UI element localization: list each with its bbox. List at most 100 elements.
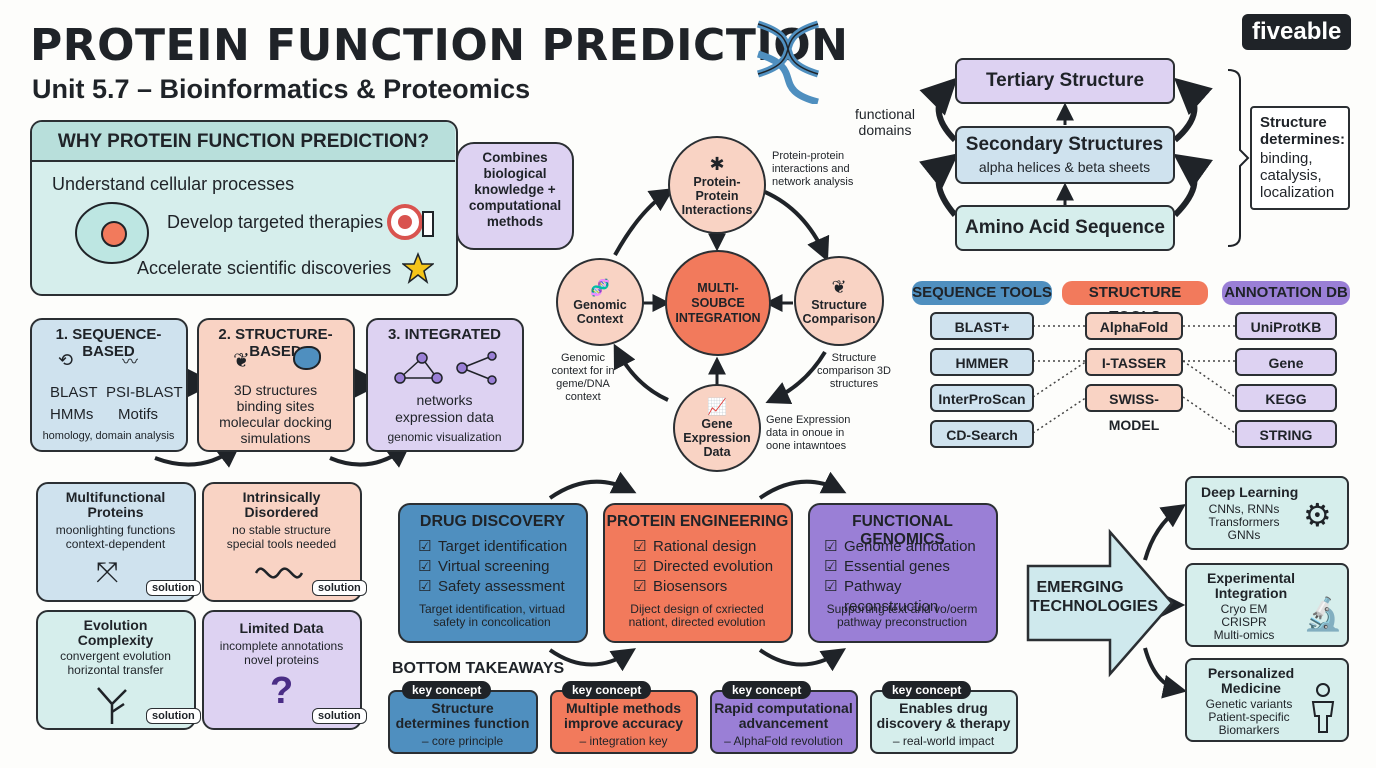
- app-check: Essential genes: [844, 558, 950, 575]
- takeaway-4: Enables drug discovery & therapy – real-…: [870, 690, 1018, 754]
- tool-blast[interactable]: BLAST+: [930, 312, 1034, 340]
- takeaway-sub: – AlphaFold revolution: [724, 734, 843, 748]
- emerging-experimental: Experimental Integration Cryo EM CRISPR …: [1185, 563, 1349, 647]
- bracket-title: Structure determines:: [1260, 114, 1346, 148]
- approach-structure-line: molecular docking: [219, 414, 332, 430]
- approach-sequence-note: homology, domain analysis: [42, 430, 175, 442]
- node-label: Structure Comparison: [802, 297, 876, 326]
- chart-trend-icon: 📈: [707, 399, 727, 416]
- solution-badge[interactable]: solution: [312, 580, 367, 596]
- app-check: Rational design: [653, 538, 757, 555]
- emerging-line: GNNs: [1227, 528, 1261, 542]
- arrows-out-icon: ⤧: [96, 556, 119, 587]
- approach-sequence-item: PSI-BLAST: [106, 384, 183, 401]
- approach-integrated-note: genomic visualization: [387, 430, 502, 444]
- check-icon: ☑: [824, 538, 838, 555]
- amino-acid-sequence: Amino Acid Sequence: [955, 205, 1175, 251]
- solution-badge[interactable]: solution: [146, 708, 201, 724]
- microscope-icon: 🔬: [1303, 596, 1343, 632]
- brand-logo[interactable]: fiveable: [1242, 14, 1352, 50]
- page-subtitle: Unit 5.7 – Bioinformatics & Proteomics: [32, 74, 531, 104]
- person-icon: [1311, 683, 1335, 733]
- check-icon: ☑: [633, 558, 647, 575]
- app-note: Target identification, virtuad safety in…: [418, 602, 566, 629]
- check-icon: ☑: [633, 578, 647, 595]
- challenge-title: Multifunctional Proteins: [65, 489, 166, 520]
- node-genomic: 🧬 Genomic Context: [556, 258, 644, 346]
- app-functional-genomics: FUNCTIONAL GENOMICS Genome annotation Es…: [808, 503, 998, 643]
- approach-integrated-line: networks: [416, 392, 473, 408]
- challenge-line: incomplete annotations: [219, 639, 344, 653]
- app-title: DRUG DISCOVERY: [419, 513, 566, 530]
- challenge-multifunctional: Multifunctional Proteins moonlighting fu…: [36, 482, 201, 602]
- node-ppi: ✱ Protein-Protein Interactions: [668, 136, 766, 234]
- node-label: Protein-Protein Interactions: [681, 174, 753, 217]
- tool-gene-ontology[interactable]: Gene Ontology: [1235, 348, 1337, 397]
- dna-helix-icon: [756, 20, 820, 104]
- tool-itasser[interactable]: I-TASSER: [1085, 348, 1183, 376]
- emerging-deep-learning: Deep Learning CNNs, RNNs Transformers GN…: [1185, 476, 1349, 550]
- node-label: Gene Expression Data: [683, 417, 751, 459]
- app-check: Target identification: [438, 538, 568, 555]
- why-item-1: Understand cellular processes: [52, 174, 295, 194]
- secondary-structure: Secondary Structures alpha helices & bet…: [955, 126, 1175, 184]
- question-icon: ?: [270, 670, 294, 712]
- app-check: Virtual screening: [438, 558, 550, 575]
- tool-cd-search[interactable]: CD-Search: [930, 420, 1034, 448]
- check-icon: ☑: [824, 578, 838, 595]
- structure-determines-box: Structure determines: binding, catalysis…: [1250, 106, 1350, 210]
- approach-sequence: 1. SEQUENCE-BASED ⟲ 〰 BLAST HMMs PSI-BLA…: [30, 318, 188, 452]
- takeaway-title: Enables drug discovery & therapy: [876, 700, 1011, 731]
- takeaway-sub: – real-world impact: [892, 734, 995, 748]
- solution-badge[interactable]: solution: [146, 580, 201, 596]
- emerging-line: Multi-omics: [1213, 628, 1275, 642]
- tool-string[interactable]: STRING: [1235, 420, 1337, 448]
- takeaway-title: Structure determines function: [395, 700, 530, 731]
- cell-icon: [75, 202, 149, 264]
- takeaway-3: Rapid computational advancement – AlphaF…: [710, 690, 858, 754]
- emerging-title: Experimental Integration: [1207, 570, 1295, 601]
- tools-header-annotation: ANNOTATION DB: [1222, 281, 1350, 305]
- key-concept-tag: key concept: [402, 681, 492, 699]
- molecule-icon: [293, 346, 321, 370]
- dna-icon: 🧬: [590, 280, 610, 297]
- tools-header-structure: STRUCTURE TOOLS: [1062, 281, 1208, 325]
- refresh-icon: ⟲: [58, 350, 74, 370]
- why-panel: WHY PROTEIN FUNCTION PREDICTION? Underst…: [30, 120, 458, 296]
- secondary-sub: alpha helices & beta sheets: [978, 159, 1151, 175]
- challenge-title: Limited Data: [239, 620, 324, 636]
- approach-integrated: 3. INTEGRATED networks expression data g…: [366, 318, 524, 452]
- tool-alphafold[interactable]: AlphaFold: [1085, 312, 1183, 340]
- challenge-line: convergent evolution: [60, 649, 171, 663]
- emerging-line: Patient-specific: [1208, 710, 1290, 724]
- approach-integrated-title: 3. INTEGRATED: [387, 326, 502, 343]
- network-icon: [394, 351, 497, 385]
- takeaway-sub: – integration key: [579, 734, 668, 748]
- node-expression: 📈 Gene Expression Data: [673, 384, 761, 472]
- solution-badge[interactable]: solution: [312, 708, 367, 724]
- emerging-arrow-shape: [1026, 528, 1174, 678]
- tool-interproscan[interactable]: InterProScan: [930, 384, 1034, 412]
- key-concept-tag: key concept: [722, 681, 812, 699]
- app-protein-engineering: PROTEIN ENGINEERING Rational design Dire…: [603, 503, 793, 643]
- tree-icon: [97, 687, 127, 724]
- emerging-title: Deep Learning: [1201, 484, 1299, 500]
- tool-hmmer[interactable]: HMMER: [930, 348, 1034, 376]
- center-label: MULTI-SOUBCE INTEGRATION: [675, 280, 761, 325]
- approach-sequence-item: Motifs: [118, 406, 159, 423]
- challenge-line: horizontal transfer: [67, 663, 164, 677]
- check-icon: ☑: [418, 538, 432, 555]
- tool-swiss-model[interactable]: SWISS-MODEL: [1085, 384, 1183, 433]
- approach-sequence-title: 1. SEQUENCE-BASED: [55, 326, 162, 360]
- tool-kegg[interactable]: KEGG: [1235, 384, 1337, 412]
- app-title: PROTEIN ENGINEERING: [606, 513, 789, 530]
- why-item-3: Accelerate scientific discoveries: [137, 258, 392, 278]
- page-title: PROTEIN FUNCTION PREDICTION: [30, 20, 849, 71]
- tool-uniprotkb[interactable]: UniProtKB: [1235, 312, 1337, 340]
- integration-center: MULTI-SOUBCE INTEGRATION: [665, 250, 771, 356]
- approach-structure-title: 2. STRUCTURE-BASED: [218, 326, 333, 360]
- app-check: Biosensors: [653, 578, 728, 595]
- check-icon: ☑: [418, 578, 432, 595]
- emerging-title: Personalized Medicine: [1207, 665, 1295, 696]
- emerging-personalized: Personalized Medicine Genetic variants P…: [1185, 658, 1349, 742]
